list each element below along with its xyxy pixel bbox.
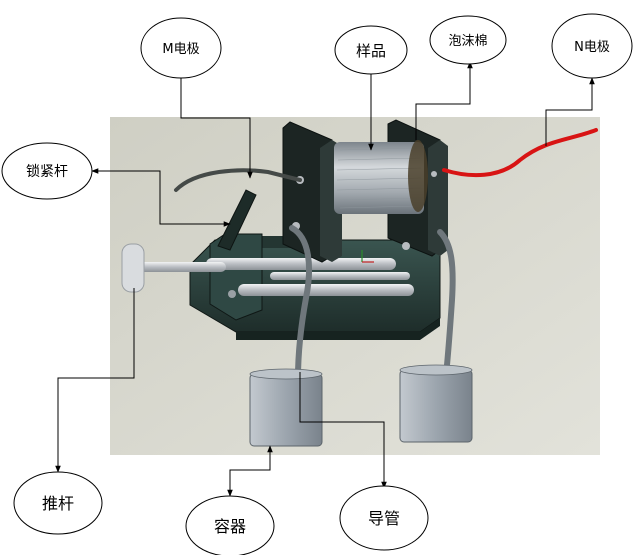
label-foam: 泡沫棉	[448, 34, 487, 49]
callout-container	[185, 495, 275, 555]
clamp-block	[209, 233, 263, 321]
lock-lever	[217, 189, 257, 251]
leader-m-electrode	[180, 78, 253, 179]
label-n-electrode: N电极	[574, 40, 610, 55]
label-guide-tube: 导管	[368, 509, 400, 528]
label-lock-rod: 锁紧杆	[26, 164, 68, 180]
guide-rods	[206, 258, 414, 296]
label-container: 容器	[214, 517, 246, 536]
container-right	[399, 364, 473, 443]
leader-lock-rod	[91, 168, 231, 227]
container-left	[249, 368, 323, 447]
label-push-rod: 推杆	[42, 494, 74, 513]
leader-push-rod	[55, 288, 135, 473]
label-sample: 样品	[356, 42, 386, 60]
foam-pad	[408, 140, 428, 212]
sample-coil	[334, 140, 428, 214]
callout-foam	[429, 15, 507, 65]
callout-sample	[334, 25, 408, 75]
label-m-electrode: M电极	[162, 42, 199, 57]
callout-lock-rod	[1, 142, 93, 200]
callout-m-electrode	[140, 17, 222, 79]
n-electrode-wire	[442, 128, 598, 178]
callout-guide-tube	[339, 485, 429, 551]
callout-push-rod	[13, 471, 103, 535]
leader-guide-tube	[299, 372, 387, 489]
push-rod	[121, 243, 226, 293]
guide-tube-right	[437, 229, 456, 379]
guide-tube-left	[289, 225, 313, 381]
leader-container	[227, 445, 273, 497]
leader-n-electrode	[545, 77, 595, 146]
axis-indicator	[361, 250, 374, 263]
leader-foam	[415, 61, 473, 140]
callout-n-electrode	[551, 13, 633, 79]
